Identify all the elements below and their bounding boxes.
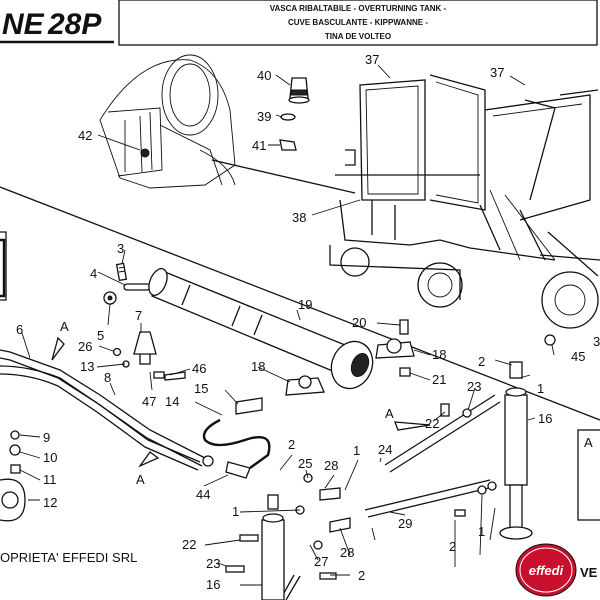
callout-28-b: 28 — [340, 545, 354, 560]
callout-39: 39 — [257, 109, 271, 124]
section-divider-line — [0, 186, 600, 421]
logo-suffix: VE — [580, 565, 598, 580]
callout-41: 41 — [252, 138, 266, 153]
effedi-logo: effedi VE — [515, 543, 598, 597]
callout-6: 6 — [16, 322, 23, 337]
callout-21: 21 — [432, 372, 446, 387]
callout-12: 12 — [43, 495, 57, 510]
section-mark-a-1: A — [60, 319, 69, 334]
model-number: 28P — [47, 8, 102, 41]
hydraulic-cylinder — [148, 268, 374, 390]
callout-1-c: 1 — [232, 504, 239, 519]
callout-1-a: 1 — [537, 381, 544, 396]
truck-tank-sketch — [329, 74, 600, 329]
callout-38: 38 — [292, 210, 306, 225]
callout-24: 24 — [378, 442, 392, 457]
callout-1-b: 1 — [353, 443, 360, 458]
tipping-cylinder-right — [499, 361, 533, 540]
callout-46: 46 — [192, 361, 206, 376]
callout-44: 44 — [196, 487, 210, 502]
callout-37-a: 37 — [365, 52, 379, 67]
callout-28-a: 28 — [324, 458, 338, 473]
header: NE 28P VASCA RIBALTABILE - OVERTURNING T… — [0, 0, 598, 46]
small-fasteners — [0, 331, 556, 580]
tipping-cylinder-left — [261, 494, 285, 600]
callout-5: 5 — [97, 328, 104, 343]
callout-14: 14 — [165, 394, 179, 409]
section-arrows — [51, 336, 431, 468]
callout-13: 13 — [80, 359, 94, 374]
cab-interior-sketch — [99, 54, 356, 194]
callout-40: 40 — [257, 68, 271, 83]
callout-45: 45 — [571, 349, 585, 364]
leader-lines — [19, 64, 555, 586]
callout-2-b: 2 — [288, 437, 295, 452]
callout-8: 8 — [104, 370, 111, 385]
callout-10: 10 — [43, 450, 57, 465]
callout-23-b: 23 — [206, 556, 220, 571]
callout-42: 42 — [78, 128, 92, 143]
callout-2-d: 2 — [449, 539, 456, 554]
right-reference-box — [577, 429, 600, 521]
title-line-2: CUVE BASCULANTE - KIPPWANNE - — [288, 18, 428, 27]
ownership-notice: OPRIETA' EFFEDI SRL — [0, 550, 137, 565]
pipe-fitting-44 — [225, 461, 251, 479]
callout-18-b: 18 — [432, 347, 446, 362]
section-mark-a-4: A — [584, 435, 593, 450]
title-line-3: TINA DE VOLTEO — [325, 32, 391, 41]
callout-37-b: 37 — [490, 65, 504, 80]
callout-22-b: 22 — [182, 537, 196, 552]
hydraulic-pipes — [0, 349, 501, 600]
pipe-fitting-15 — [235, 397, 263, 415]
callout-25: 25 — [298, 456, 312, 471]
callout-16-a: 16 — [538, 411, 552, 426]
logo-text: effedi — [529, 563, 564, 578]
section-mark-a-3: A — [385, 406, 394, 421]
callout-2-a: 2 — [478, 354, 485, 369]
callout-16-b: 16 — [206, 577, 220, 592]
title-box — [118, 0, 598, 46]
left-reference-box — [0, 231, 7, 301]
callout-2-c: 2 — [358, 568, 365, 583]
callout-27: 27 — [314, 554, 328, 569]
callout-9: 9 — [43, 430, 50, 445]
fitting-parts-top — [140, 77, 310, 158]
callout-19: 19 — [298, 297, 312, 312]
pin-parts — [103, 262, 151, 305]
title-line-1: VASCA RIBALTABILE - OVERTURNING TANK - — [270, 4, 447, 13]
callout-20: 20 — [352, 315, 366, 330]
section-mark-a-2: A — [136, 472, 145, 487]
callout-18-a: 18 — [251, 359, 265, 374]
callout-7: 7 — [135, 308, 142, 323]
part-callouts: 40 39 41 42 37 37 38 3 4 5 6 7 26 13 8 4… — [16, 52, 600, 592]
callout-4: 4 — [90, 266, 97, 281]
callout-47: 47 — [142, 394, 156, 409]
model-name-partial: NE — [2, 8, 45, 41]
callout-23-a: 23 — [467, 379, 481, 394]
callout-11: 11 — [43, 472, 57, 487]
callout-15: 15 — [194, 381, 208, 396]
callout-26: 26 — [78, 339, 92, 354]
callout-3-partial: 3 — [593, 334, 600, 349]
callout-29: 29 — [398, 516, 412, 531]
callout-1-d: 1 — [478, 524, 485, 539]
callout-22-a: 22 — [425, 416, 439, 431]
callout-3: 3 — [117, 241, 124, 256]
